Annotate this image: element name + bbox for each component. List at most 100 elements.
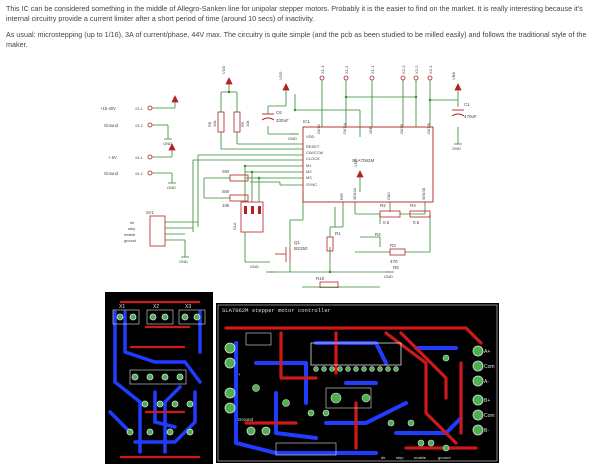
sw-value: 10k <box>222 203 230 208</box>
conn-x3-1-ref: X3-1 <box>135 107 143 111</box>
r4-ref: R4 <box>410 203 416 208</box>
conn-x3-2-label: Ground <box>104 123 119 128</box>
pcb-label-com-a: Com <box>484 364 495 370</box>
motor-conn-x2-2: X2-2 <box>414 65 419 74</box>
ic-pin-outa: OUTA <box>317 124 321 134</box>
pcb-label-a-minus: A- <box>484 379 489 385</box>
motor-conn-x1-1: X1-1 <box>370 65 375 74</box>
label-vdd-1: VDD <box>221 65 226 74</box>
r8-value: 10k <box>212 121 217 127</box>
c1-ref: C1 <box>464 102 470 107</box>
sw1-ref: SW <box>222 169 230 174</box>
conn-x4-1-label: + 5V <box>108 155 117 160</box>
ic-pin-gnd: GND <box>387 192 391 200</box>
pcb-small-label-x2: X2 <box>153 304 159 310</box>
c6-value: 330uF <box>276 118 289 123</box>
gnd-label-7: GND <box>250 264 259 269</box>
ic-pin-out-a-bar: OUT/A <box>343 122 347 134</box>
gnd-label-3: GND <box>288 136 297 141</box>
r2-ref: R2 <box>380 203 386 208</box>
label-vdd-2: VDD <box>278 71 283 80</box>
q1-part: BS250 <box>294 246 308 251</box>
trimmer-label: R4 <box>375 232 381 237</box>
gnd-label-1: GND <box>163 141 172 146</box>
gnd-label-2: GND <box>167 185 176 190</box>
r3-ref: R3 <box>390 243 396 248</box>
ic-pin-vdd: VDD <box>306 134 315 139</box>
label-vref: VDD <box>353 158 358 167</box>
sv1-pin-step: step <box>128 227 135 231</box>
ic-bottom-pins: REF SENSA GND SENSB <box>340 187 426 200</box>
sv1-pin-ground: ground <box>124 239 136 243</box>
pcb-label-dir: dir <box>381 455 386 460</box>
ic-pin-out-b-bar: OUT/B <box>427 122 431 134</box>
pcb-label-step: step <box>396 455 404 460</box>
pcb-label-enable: enable <box>414 455 427 460</box>
r8-ref: R8 <box>207 121 212 127</box>
motor-conn-x1-3: X1-3 <box>320 65 325 74</box>
ic-pin-m3: M3 <box>306 175 312 180</box>
pcb-label-b-minus: B- <box>484 428 489 434</box>
ic-part-number: SLA7062M <box>352 158 375 163</box>
pcb-small-label-x1: X1 <box>119 304 125 310</box>
ic-pin-sensa: SENSA <box>353 187 357 200</box>
ic-top-pins: OUTA OUT/A VBB OUTB OUT/B <box>317 122 431 134</box>
r10-ref: R10 <box>316 276 325 281</box>
conn-x3-2-ref: X3-2 <box>135 124 143 128</box>
power-symbols <box>168 77 462 178</box>
pcb-small-label-x3: X3 <box>185 304 191 310</box>
pcb-label-ground-bottom: ground <box>438 455 450 460</box>
conn-x3-1-label: +15-40V <box>100 106 116 111</box>
dip-switch <box>240 201 264 233</box>
ic-pin-outb: OUTB <box>400 123 404 134</box>
motor-conn-x2-1: X2-1 <box>428 65 433 74</box>
r4-value: 0.5 <box>413 220 420 225</box>
sv1-pin-enable: enable <box>124 233 135 237</box>
sv1-pin-dir: dir <box>130 221 135 225</box>
motor-conn-x2-3: X2-3 <box>401 65 406 74</box>
ic-pin-sensb: SENSB <box>422 187 426 200</box>
dip-ref: S1A <box>232 222 237 230</box>
c6-ref: C6 <box>276 110 282 115</box>
label-vbb: VBB <box>451 72 456 80</box>
pcb-label-com-b: Com <box>484 413 495 419</box>
pcb-large-board: SLA7062M stepper motor controller <box>216 303 499 463</box>
q1-ref: Q1 <box>294 240 301 245</box>
pcb-label-a-plus: A+ <box>484 349 490 355</box>
ic-ref: IC1 <box>303 119 311 124</box>
gnd-label-4: GND <box>452 146 461 151</box>
conn-x4-1-ref: X4-1 <box>135 156 143 160</box>
article-paragraph-1: This IC can be considered something in t… <box>6 4 583 23</box>
ic-pin-clock: CLOCK <box>306 156 320 161</box>
article-paragraph-2: As usual: microstepping (up to 1/16), 3A… <box>6 30 587 49</box>
pcb-label-ground: Ground <box>238 417 254 422</box>
ic-pin-m2: M2 <box>306 169 312 174</box>
pcb-small-board: X1 X2 X3 <box>105 292 213 464</box>
ic-pin-cwccw: CW/CCW <box>306 150 324 155</box>
sw2-ref: SW <box>222 189 230 194</box>
pcb-large-title: SLA7062M stepper motor controller <box>222 307 331 314</box>
ic-left-pins: VDD RESET CW/CCW CLOCK M1 M2 M3 SYNC <box>306 134 324 187</box>
ic-pin-vbb: VBB <box>369 126 373 134</box>
ic-pin-reset: RESET <box>306 144 320 149</box>
conn-x4-2-ref: X4-2 <box>135 172 143 176</box>
r1-ref: R1 <box>335 231 341 236</box>
r5-ref: R5 <box>393 265 399 270</box>
ic-pin-m1: M1 <box>306 163 312 168</box>
schematic-diagram: IC1 SLA7062M VDD RESET CW/CCW CLOCK M1 M… <box>100 65 477 288</box>
ic-pin-sync: SYNC <box>306 182 317 187</box>
pcb-label-b-plus: B+ <box>484 398 490 404</box>
gnd-label-5: GND <box>179 259 188 264</box>
motor-conn-x1-2: X1-2 <box>344 65 349 74</box>
r9-ref: R9 <box>240 121 245 127</box>
r2-value: 0.5 <box>383 220 390 225</box>
pcb-label-plus: + <box>238 372 241 377</box>
c1-value: 470uF <box>464 114 477 119</box>
gnd-label-6: GND <box>384 274 393 279</box>
r9-value: 10k <box>245 121 250 127</box>
conn-x4-2-label: Ground <box>104 171 119 176</box>
sv1-header <box>149 215 166 247</box>
r3-value: 470 <box>390 259 398 264</box>
ic-pin-ref: REF <box>340 192 344 200</box>
sv1-ref: SV1 <box>146 210 155 215</box>
